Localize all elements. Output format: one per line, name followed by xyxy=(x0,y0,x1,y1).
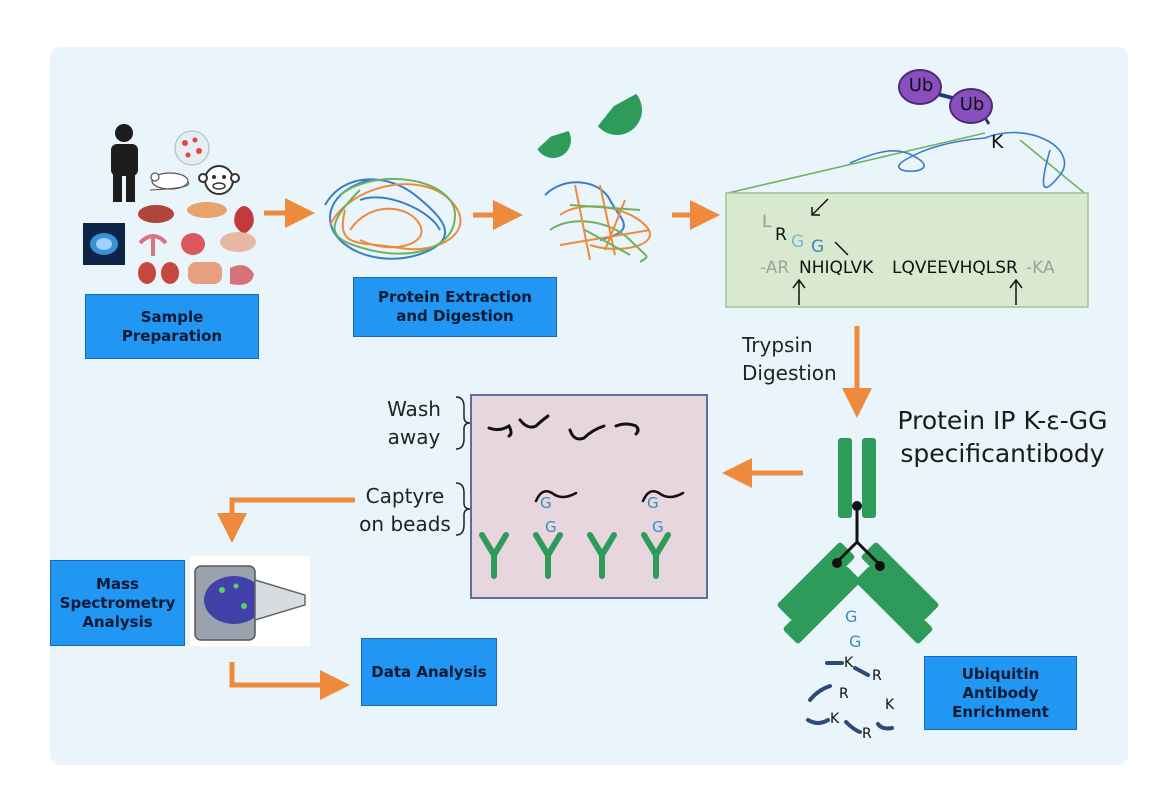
ubiquitin-enrichment-box: Ubiquitin Antibody Enrichment xyxy=(924,656,1077,730)
digested-protein xyxy=(544,181,651,263)
ubiquitin-label-1: Ub xyxy=(908,75,934,96)
fragment-lysine-3: K xyxy=(830,711,840,727)
seq-side-g1: G xyxy=(791,232,805,252)
fragment-glycine-top: G xyxy=(845,607,858,626)
protein-extraction-box: Protein Extraction and Digestion xyxy=(353,277,557,337)
capture-on-beads-label: Captyre on beads xyxy=(359,484,451,536)
flow-arrows xyxy=(217,198,872,700)
seq-peptide-1: NHIQLVK xyxy=(799,258,874,278)
mass-spec-box: Mass Spectrometry Analysis xyxy=(50,560,185,646)
mass-spec-label: Mass Spectrometry Analysis xyxy=(59,574,176,631)
ubiquitin-icon-2 xyxy=(949,88,993,124)
cell-culture-icon xyxy=(174,130,210,166)
brain-scan-icon xyxy=(83,223,125,265)
monkey-icon xyxy=(198,165,240,195)
large-antibody-icon xyxy=(777,438,939,644)
human-icon xyxy=(111,124,138,202)
ubiquitin-enrichment-label: Ubiquitin Antibody Enrichment xyxy=(952,664,1049,721)
antibody-beads xyxy=(479,532,671,579)
data-analysis-box: Data Analysis xyxy=(361,638,497,706)
ubiquitin-icon-1 xyxy=(898,69,942,105)
wash-away-label: Wash away xyxy=(387,397,441,449)
seq-side-l: L xyxy=(762,212,772,232)
washed-peptides xyxy=(487,414,640,441)
seq-right-cut: -KA xyxy=(1026,258,1055,278)
seq-left-cut: -AR xyxy=(760,258,790,278)
seq-side-g2: G xyxy=(811,237,825,257)
bead-glycine-4: G xyxy=(652,518,664,536)
fragment-arginine-3: R xyxy=(862,726,872,742)
mass-spectrometer-icon xyxy=(190,556,310,646)
bead-glycine-3: G xyxy=(647,494,659,512)
wash-away-brace xyxy=(455,396,471,536)
data-analysis-label: Data Analysis xyxy=(371,662,487,681)
mouse-icon xyxy=(149,172,190,191)
protein-extraction-label: Protein Extraction and Digestion xyxy=(378,288,532,325)
sample-preparation-label: Sample Preparation xyxy=(121,307,223,345)
fragment-glycine-mid: G xyxy=(849,632,862,651)
protein-ip-label: Protein IP K-ε-GG specificantibody xyxy=(897,406,1108,468)
trypsin-enzyme-icon xyxy=(537,93,642,158)
organs-icons xyxy=(138,202,256,285)
protein-tangle xyxy=(324,177,462,260)
seq-peptide-2: LQVEEVHQLSR xyxy=(892,258,1018,278)
seq-side-r: R xyxy=(775,225,787,245)
lysine-site-label: K xyxy=(991,131,1004,153)
bead-glycine-2: G xyxy=(545,518,557,536)
fragment-arginine-1: R xyxy=(872,668,882,684)
fragment-arginine-2: R xyxy=(839,686,849,702)
ubiquitinated-protein xyxy=(727,69,1089,197)
fragment-lysine-2: K xyxy=(885,697,895,713)
trypsin-digestion-label: Trypsin Digestion xyxy=(742,333,837,385)
captured-peptides xyxy=(534,490,685,503)
bead-glycine-1: G xyxy=(540,494,552,512)
cleavage-arrows xyxy=(792,198,1023,305)
peptide-fragments xyxy=(806,661,894,734)
peptide-sequence-box xyxy=(725,192,1089,308)
fragment-lysine-1: K xyxy=(844,655,854,671)
sample-preparation-box: Sample Preparation xyxy=(85,294,259,359)
ubiquitin-label-2: Ub xyxy=(959,94,985,115)
